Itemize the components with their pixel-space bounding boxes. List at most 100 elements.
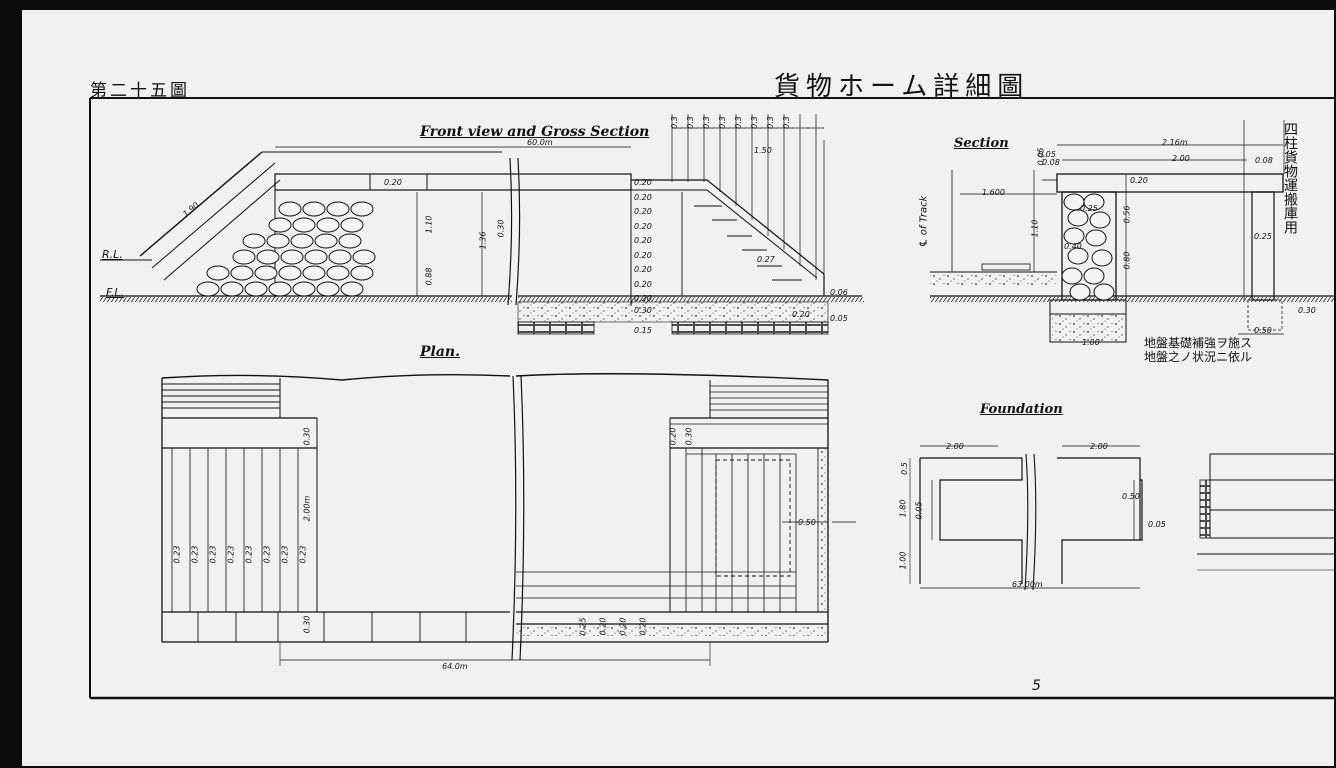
- track-distance: 1.600: [982, 188, 1005, 197]
- plan-bay-dim: 0.23: [208, 545, 218, 564]
- masonry-stone: [242, 233, 266, 249]
- masonry-stone: [196, 281, 220, 297]
- masonry-stone: [268, 217, 292, 233]
- foundation-title: Foundation: [980, 402, 1063, 417]
- section-height-4: 0.80: [1122, 251, 1132, 270]
- masonry-stone: [278, 201, 302, 217]
- stair-tread-dim: 0.3: [781, 116, 791, 129]
- stair-riser-dim: 0.20: [634, 178, 652, 187]
- section-stone: [1061, 267, 1083, 285]
- front-footing: [517, 321, 595, 335]
- masonry-stone: [230, 265, 254, 281]
- plan-bay-dim: 0.23: [172, 545, 182, 564]
- foundation-height-3: 0.05: [914, 501, 924, 520]
- stone-masonry: [196, 201, 376, 297]
- plan-edge-dim-b: 0.30: [302, 615, 312, 634]
- section-ground-hatch: [930, 297, 1334, 302]
- section-height-2: 0.25: [1080, 204, 1098, 213]
- foundation-total: 63.00m: [1012, 580, 1043, 589]
- section-overall-width: 2.16m: [1162, 138, 1188, 147]
- plan-bay-dim: 0.23: [190, 545, 200, 564]
- stair-tread-dim: 0.3: [765, 116, 775, 129]
- masonry-stone: [278, 265, 302, 281]
- masonry-stone: [256, 249, 280, 265]
- section-base-b: 0.50: [1254, 326, 1272, 335]
- stair-riser-dim: 0.20: [634, 236, 652, 245]
- stair-tread-dim: 0.3: [685, 116, 695, 129]
- plan-bay-dim: 0.23: [280, 545, 290, 564]
- front-overall-length: 60.0m: [527, 138, 553, 147]
- masonry-stone: [338, 233, 362, 249]
- footing-dim-b: 0.15: [634, 326, 652, 335]
- plan-bottom-dim: 0.20: [598, 617, 608, 636]
- plan-right-dim-a: 0.20: [668, 427, 678, 446]
- plan-view: [161, 373, 856, 666]
- section-stone: [1089, 211, 1111, 229]
- masonry-stone: [244, 281, 268, 297]
- masonry-stone: [232, 249, 256, 265]
- masonry-stone: [326, 265, 350, 281]
- section-stone: [1063, 227, 1085, 245]
- stair-riser-dim: 0.20: [634, 250, 652, 260]
- wall-note: 0.30: [496, 219, 506, 238]
- rail-level-label: R.L.: [102, 248, 123, 261]
- stair-riser-dim: 0.20: [634, 279, 652, 289]
- masonry-stone: [316, 217, 340, 233]
- masonry-stone: [292, 217, 316, 233]
- plan-bay-dim: 0.23: [262, 545, 272, 564]
- masonry-stone: [328, 249, 352, 265]
- masonry-stone: [206, 265, 230, 281]
- formation-level-label: F.L.: [106, 286, 125, 299]
- plan-side-dim: 0.50: [798, 518, 816, 527]
- section-title: Section: [954, 136, 1009, 151]
- masonry-stone: [326, 201, 350, 217]
- section-stone: [1067, 247, 1089, 265]
- front-height-b: 1.36: [478, 231, 488, 250]
- plan-bottom-dim: 0.25: [578, 617, 588, 636]
- sheet-title: 貨物ホーム詳細圖: [774, 72, 1030, 102]
- stair-riser-dim: 0.20: [634, 192, 652, 202]
- foundation-height-2: 1.00: [898, 551, 908, 570]
- section-height-0: 0.05: [1036, 147, 1046, 166]
- plan-bay-dim: 0.23: [244, 545, 254, 564]
- section-vertical-note: 四柱貨物運搬庫用: [1282, 122, 1298, 234]
- foundation-width-left: 2.00: [946, 442, 964, 451]
- section-base-a: 0.30: [1298, 306, 1316, 315]
- masonry-stone: [304, 249, 328, 265]
- section-stone: [1093, 283, 1115, 301]
- masonry-stone: [314, 233, 338, 249]
- footing-dim-a: 0.30: [634, 306, 652, 315]
- masonry-stone: [254, 265, 278, 281]
- front-ground-hatch: [100, 297, 512, 302]
- section-height-1: 1.10: [1030, 219, 1040, 238]
- blueprint-drawing: [89, 97, 1334, 700]
- plan-edge-dim-a: 0.30: [302, 427, 312, 446]
- toe-dim-b: 0.05: [830, 314, 848, 323]
- front-view: [100, 114, 862, 306]
- front-view-title: Front view and Gross Section: [420, 124, 650, 140]
- masonry-stone: [292, 281, 316, 297]
- foundation-side-a: 0.50: [1122, 492, 1140, 501]
- section-width: 2.00: [1172, 154, 1190, 163]
- plan-title: Plan.: [420, 344, 460, 360]
- front-gravel-bed: [517, 301, 829, 323]
- stair-tread-dim: 0.3: [717, 116, 727, 129]
- stair-length-dim: 1.50: [754, 146, 772, 155]
- masonry-stone: [302, 201, 326, 217]
- pier-dim: 0.25: [1254, 232, 1272, 241]
- section-coping: 0.20: [1130, 176, 1148, 185]
- masonry-stone: [316, 281, 340, 297]
- foundation-view: [909, 445, 1334, 591]
- drawing-frame: [89, 97, 1334, 700]
- front-coping-dim: 0.20: [384, 178, 402, 187]
- track-center-label: ℄ of Track: [918, 195, 930, 248]
- plan-length: 64.0m: [442, 662, 468, 671]
- section-view: [930, 120, 1334, 343]
- section-height-3: 0.56: [1122, 205, 1132, 224]
- foundation-width-right: 2.00: [1090, 442, 1108, 451]
- masonry-stone: [340, 217, 364, 233]
- masonry-stone: [340, 281, 364, 297]
- section-offset-a: 0.05: [1038, 150, 1056, 159]
- stair-tread-dim: 0.3: [749, 116, 759, 129]
- front-footing-right: [671, 321, 829, 335]
